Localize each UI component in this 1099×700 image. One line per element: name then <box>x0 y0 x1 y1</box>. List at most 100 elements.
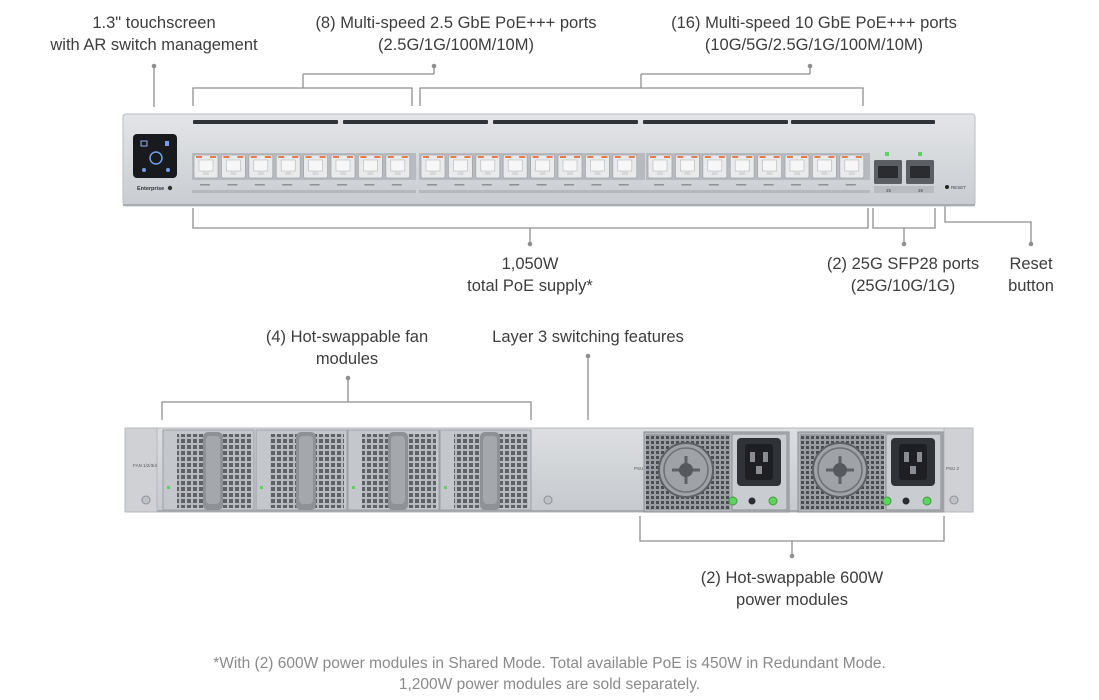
touchscreen-callout-line2: with AR switch management <box>50 36 258 54</box>
rj45-port[interactable] <box>530 154 555 179</box>
rj45-port[interactable] <box>357 154 383 179</box>
rj45-port[interactable] <box>220 154 246 179</box>
port-caption <box>591 184 602 186</box>
port-caption <box>845 184 856 186</box>
psu-status-led <box>768 496 778 506</box>
ports-2g5-callout-line2: (2.5G/1G/100M/10M) <box>378 36 534 54</box>
rj45-port[interactable] <box>557 154 583 179</box>
rj45-port[interactable] <box>475 154 501 179</box>
poe-supply-callout-line1: 1,050W <box>501 255 559 273</box>
rj45-port[interactable] <box>585 154 610 179</box>
rj45-port[interactable] <box>675 154 700 179</box>
port-caption <box>227 184 238 186</box>
rj45-port[interactable] <box>420 154 446 179</box>
fan-status-led <box>260 486 263 489</box>
rj45-port[interactable] <box>729 154 755 179</box>
port-caption <box>681 184 692 186</box>
sfp28-ports: 25 26 <box>874 152 934 193</box>
reset-callout: Reset button <box>998 253 1064 297</box>
power-module[interactable] <box>797 431 944 513</box>
rj45-port[interactable] <box>248 154 274 179</box>
rj45-port[interactable] <box>275 154 301 179</box>
rj45-port[interactable] <box>193 154 219 179</box>
port-caption <box>481 184 492 186</box>
port-caption <box>791 184 801 186</box>
sfp-label-25: 25 <box>886 188 892 193</box>
switch-rear-panel: FAN 1/2/3/4 PSU 1 PSU 2 <box>124 427 974 513</box>
sfp-callout: (2) 25G SFP28 ports (25G/10G/1G) <box>812 253 994 297</box>
rj45-port[interactable] <box>647 154 673 179</box>
psu1-label: PSU 1 <box>634 466 648 471</box>
touchscreen-display <box>133 134 177 178</box>
layer3-callout: Layer 3 switching features <box>476 326 700 348</box>
reset-button[interactable] <box>945 185 949 189</box>
fan-module[interactable] <box>439 429 532 511</box>
fan-module[interactable] <box>347 429 440 511</box>
psu-callout: (2) Hot-swappable 600W power modules <box>684 567 900 611</box>
rj45-port[interactable] <box>502 154 528 179</box>
rj45-port[interactable] <box>757 154 782 179</box>
brand-logo-icon <box>167 185 173 191</box>
touchscreen-callout-line1: 1.3" touchscreen <box>92 14 216 32</box>
reset-label: RESET <box>951 185 966 190</box>
port-caption <box>200 184 210 186</box>
port-caption <box>309 184 320 186</box>
screw-icon <box>949 495 959 505</box>
poe-supply-callout: 1,050W total PoE supply* <box>430 253 630 297</box>
psu-callout-line2: power modules <box>736 591 848 609</box>
fan-status-led <box>352 486 355 489</box>
callout-lines <box>153 66 1032 556</box>
sfp-led <box>885 152 889 156</box>
rj45-port[interactable] <box>385 154 411 179</box>
fans-callout: (4) Hot-swappable fan modules <box>246 326 448 370</box>
footnote-line1: *With (2) 600W power modules in Shared M… <box>213 655 886 672</box>
footnote-line2: 1,200W power modules are sold separately… <box>398 676 701 693</box>
sfp-callout-line2: (25G/10G/1G) <box>850 277 956 295</box>
psu2-label: PSU 2 <box>946 466 960 471</box>
sfp-label-26: 26 <box>918 188 924 193</box>
poe-supply-callout-line2: total PoE supply* <box>467 277 593 295</box>
port-caption <box>454 184 465 186</box>
port-caption <box>391 184 402 186</box>
fan-module[interactable] <box>162 429 255 511</box>
port-caption <box>427 184 437 186</box>
port-caption <box>618 184 629 186</box>
reset-callout-line2: button <box>1008 277 1054 295</box>
touchscreen-callout: 1.3" touchscreen with AR switch manageme… <box>38 12 270 56</box>
port-caption <box>282 184 293 186</box>
rj45-port[interactable] <box>447 154 473 179</box>
port-captions <box>200 184 856 186</box>
port-caption <box>536 184 547 186</box>
port-caption <box>254 184 265 186</box>
rj45-ports <box>193 154 865 179</box>
sfp-led <box>918 152 922 156</box>
screw-icon <box>543 495 553 505</box>
port-caption <box>509 184 520 186</box>
rj45-port[interactable] <box>702 154 728 179</box>
fan-modules <box>162 429 532 511</box>
port-caption <box>564 184 574 186</box>
fans-callout-line1: (4) Hot-swappable fan <box>265 328 429 346</box>
fan-status-led <box>444 486 447 489</box>
port-caption <box>708 184 719 186</box>
rj45-port[interactable] <box>330 154 356 179</box>
power-module[interactable] <box>643 431 790 513</box>
rj45-port[interactable] <box>839 154 865 179</box>
psu-status-led <box>922 496 932 506</box>
psu-status-led <box>728 496 738 506</box>
layer3-callout-line1: Layer 3 switching features <box>492 328 684 346</box>
port-caption <box>818 184 829 186</box>
ports-2g5-callout-line1: (8) Multi-speed 2.5 GbE PoE+++ ports <box>315 14 597 32</box>
rj45-port[interactable] <box>812 154 837 179</box>
rj45-port[interactable] <box>303 154 329 179</box>
fans-callout-line2: modules <box>315 350 379 368</box>
sfp-callout-line1: (2) 25G SFP28 ports <box>826 255 980 273</box>
ports-10g-callout-line1: (16) Multi-speed 10 GbE PoE+++ ports <box>671 14 957 32</box>
rj45-port[interactable] <box>784 154 810 179</box>
switch-front-panel: Enterprise 25 26 RESET <box>122 113 976 207</box>
fan-module[interactable] <box>255 429 348 511</box>
psu-callout-line1: (2) Hot-swappable 600W <box>700 569 884 587</box>
rj45-port[interactable] <box>612 154 638 179</box>
ports-10g-callout-line2: (10G/5G/2.5G/1G/100M/10M) <box>704 36 924 54</box>
reset-callout-line1: Reset <box>1009 255 1053 273</box>
